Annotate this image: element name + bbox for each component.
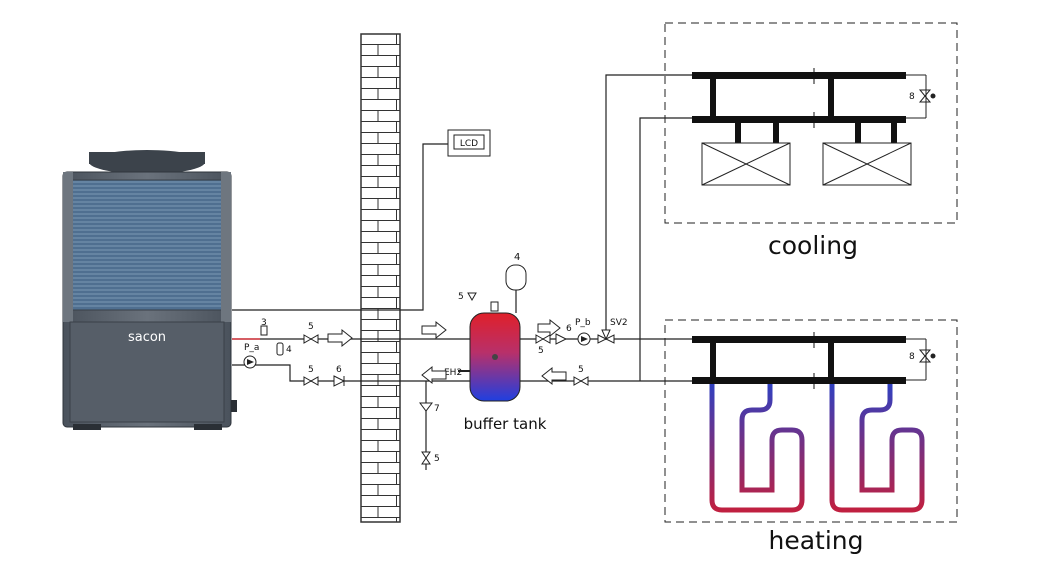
svg-text:8: 8: [909, 352, 915, 362]
component-numbers: 3 5 5 6 5 6 5 5 7 5 8 8: [261, 92, 915, 464]
expansion-vessel-number: 4: [514, 252, 520, 263]
svg-text:5: 5: [434, 454, 440, 464]
sensor-4-number: 4: [286, 345, 292, 355]
cooling-zone-boundary: [664, 22, 958, 224]
sensor-3-icon: [260, 325, 268, 336]
cooling-manifold: [692, 68, 927, 143]
lcd-controller: LCD: [447, 129, 491, 157]
fan-coil-unit-1: [701, 142, 791, 186]
buffer-tank: [469, 312, 521, 402]
pump-a-label: P_a: [244, 343, 259, 353]
air-vent-icon: [490, 301, 499, 312]
unit-brand-logo: sacon: [128, 330, 166, 345]
cooling-zone-label: cooling: [768, 231, 858, 260]
heating-zone-boundary: [664, 319, 958, 523]
sv2-label: SV2: [610, 318, 628, 328]
fan-coil-unit-2: [822, 142, 912, 186]
flow-arrows: [327, 318, 567, 386]
svg-text:3: 3: [261, 318, 267, 328]
heating-manifold: [692, 332, 927, 389]
sensor-4-icon: [276, 342, 284, 356]
svg-text:5: 5: [308, 365, 314, 375]
heating-zone-label: heating: [768, 526, 863, 555]
pump-b-icon: [577, 332, 591, 346]
underfloor-coil-1: [709, 384, 805, 513]
svg-text:8: 8: [909, 92, 915, 102]
svg-text:7: 7: [434, 404, 440, 414]
tank-heater-label: EH2: [444, 368, 462, 378]
svg-text:5: 5: [458, 292, 464, 302]
buffer-tank-label: buffer tank: [464, 415, 547, 433]
svg-text:6: 6: [336, 365, 342, 375]
pump-a-icon: [243, 355, 257, 369]
lcd-controller-label: LCD: [460, 139, 478, 149]
svg-text:5: 5: [578, 365, 584, 375]
heat-pump-unit: sacon: [62, 150, 237, 430]
svg-text:6: 6: [566, 324, 572, 334]
svg-text:5: 5: [308, 322, 314, 332]
expansion-vessel: [505, 264, 527, 291]
underfloor-coil-2: [829, 384, 925, 513]
pump-b-label: P_b: [575, 318, 591, 328]
svg-text:5: 5: [538, 346, 544, 356]
brick-wall: [360, 33, 401, 523]
